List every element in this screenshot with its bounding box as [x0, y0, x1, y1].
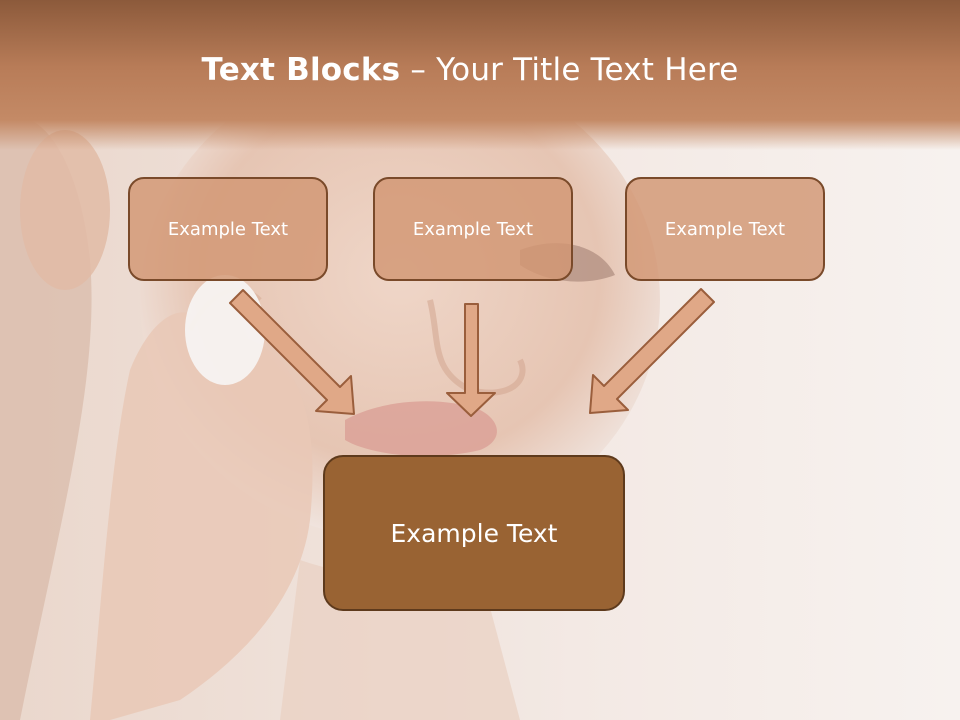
top-box-center-label: Example Text [412, 218, 534, 240]
top-box-right: Example Text [625, 177, 825, 281]
top-box-center: Example Text [373, 177, 573, 281]
title-rest: Your Title Text Here [436, 52, 739, 88]
top-box-left-label: Example Text [167, 218, 289, 240]
title-dash: – [400, 52, 437, 88]
arrow-right [589, 288, 715, 414]
bottom-box-label: Example Text [390, 518, 558, 548]
top-box-left: Example Text [128, 177, 328, 281]
bottom-box: Example Text [323, 455, 625, 611]
top-box-right-label: Example Text [664, 218, 786, 240]
title-bold: Text Blocks [201, 52, 401, 88]
arrow-middle [446, 303, 496, 417]
slide-title: Text Blocks – Your Title Text Here [0, 52, 940, 88]
title-bar [0, 0, 960, 150]
arrow-left [229, 289, 355, 415]
